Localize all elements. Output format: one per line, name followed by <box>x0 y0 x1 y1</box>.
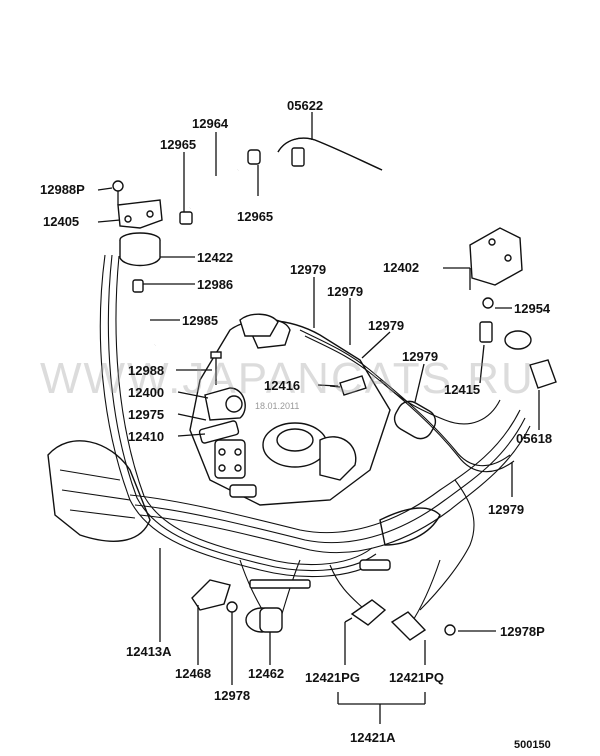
label-12975: 12975 <box>128 407 164 422</box>
bolt-12978P <box>444 624 456 636</box>
connector-12421PG <box>350 599 387 626</box>
connector-12421PQ <box>390 611 427 641</box>
label-12965-bottom: 12965 <box>237 209 273 224</box>
label-05618: 05618 <box>516 431 552 446</box>
label-12979-5: 12979 <box>488 502 524 517</box>
label-12965-top: 12965 <box>160 137 196 152</box>
label-12979-2: 12979 <box>327 284 363 299</box>
label-12954: 12954 <box>514 301 551 316</box>
label-12979-3: 12979 <box>368 318 404 333</box>
bolt-12954 <box>482 297 494 309</box>
label-12985: 12985 <box>182 313 218 328</box>
bracket-12405 <box>117 199 163 229</box>
bolt-12988P <box>112 180 124 192</box>
clamp-12965-a <box>179 211 193 225</box>
label-12405: 12405 <box>43 214 79 229</box>
label-12422: 12422 <box>197 250 233 265</box>
gasket-12410 <box>198 420 240 444</box>
label-12978: 12978 <box>214 688 250 703</box>
fitting-05622 <box>291 147 305 167</box>
bolt-12988 <box>210 351 222 359</box>
label-12988P: 12988P <box>40 182 85 197</box>
leader-lines <box>97 112 540 724</box>
label-05622: 05622 <box>287 98 323 113</box>
label-12979-1: 12979 <box>290 262 326 277</box>
clamp-12965-b <box>247 149 261 165</box>
label-12979-4: 12979 <box>402 349 438 364</box>
label-12413A: 12413A <box>126 644 172 659</box>
sensor-05618 <box>504 330 532 350</box>
label-12978P: 12978P <box>500 624 545 639</box>
clip-12468 <box>191 579 231 611</box>
label-12468: 12468 <box>175 666 211 681</box>
label-12416: 12416 <box>264 378 300 393</box>
label-12986: 12986 <box>197 277 233 292</box>
plug-12986 <box>132 279 144 293</box>
label-12462: 12462 <box>248 666 284 681</box>
connector-12415 <box>479 321 493 343</box>
label-12421PQ: 12421PQ <box>389 670 444 685</box>
bracket-12402 <box>469 227 523 286</box>
watermark: WWW.JAPANCATS.RU <box>40 354 535 403</box>
sensor-12416 <box>339 375 367 396</box>
label-12964: 12964 <box>192 116 229 131</box>
figure-code: 500150 <box>514 739 551 751</box>
label-12400: 12400 <box>128 385 164 400</box>
label-12421A: 12421A <box>350 730 396 745</box>
label-12988: 12988 <box>128 363 164 378</box>
part-labels: 05622 12964 12965 12965 12988P 12405 124… <box>40 98 552 745</box>
label-12402: 12402 <box>383 260 419 275</box>
label-12421PG: 12421PG <box>305 670 360 685</box>
bolt-12978 <box>226 601 238 613</box>
watermark-date: 18.01.2011 <box>255 401 299 411</box>
label-12415: 12415 <box>444 382 480 397</box>
label-12410: 12410 <box>128 429 164 444</box>
engine-illustration <box>47 254 531 626</box>
